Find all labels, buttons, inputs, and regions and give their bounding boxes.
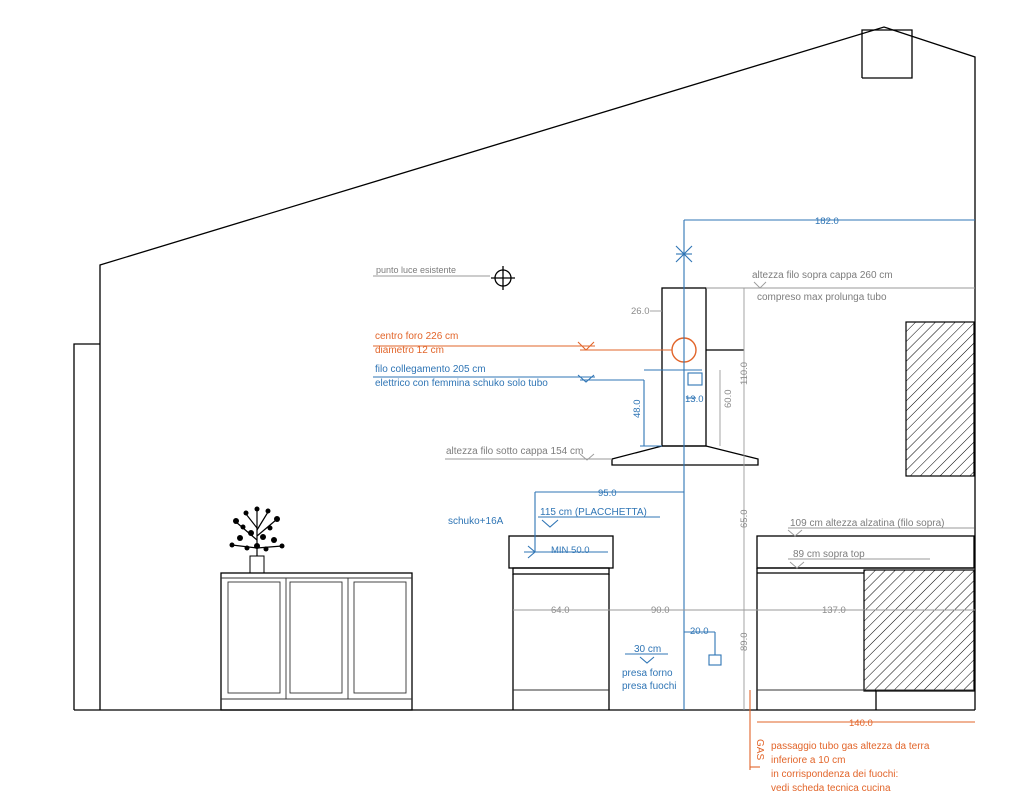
right-counter bbox=[756, 535, 975, 710]
left-wall-return bbox=[73, 343, 100, 710]
oven-height-label: 30 cm bbox=[634, 644, 661, 655]
backsplash-label: 109 cm altezza alzatina (filo sopra) bbox=[790, 518, 945, 529]
dim-13: 13.0 bbox=[685, 394, 704, 405]
dim-48: 48.0 bbox=[632, 400, 643, 419]
dim-90: 90.0 bbox=[651, 605, 670, 616]
oven-socket-box bbox=[708, 654, 722, 666]
hood-bottom-label: altezza filo sotto cappa 154 cm bbox=[446, 446, 583, 457]
dim-182: 182.0 bbox=[815, 216, 839, 227]
sideboard bbox=[220, 572, 413, 711]
hood-top-label-2: compreso max prolunga tubo bbox=[757, 292, 887, 303]
gas-note-2: inferiore a 10 cm bbox=[771, 755, 845, 766]
lower-hatched-panel bbox=[863, 569, 975, 692]
dim-110: 110.0 bbox=[739, 362, 750, 385]
hood-top-label-1: altezza filo sopra cappa 260 cm bbox=[752, 270, 893, 281]
gas-label: GAS bbox=[754, 739, 765, 760]
dim-95: 95.0 bbox=[598, 488, 617, 499]
dim-64: 64.0 bbox=[551, 605, 570, 616]
dim-20: 20.0 bbox=[690, 626, 709, 637]
hob-socket-label: presa fuochi bbox=[622, 681, 676, 692]
gas-note-3: in corrispondenza dei fuochi: bbox=[771, 769, 898, 780]
dim-65: 65.0 bbox=[739, 510, 750, 529]
gas-note-4: vedi scheda tecnica cucina bbox=[771, 783, 891, 794]
dim-60: 60.0 bbox=[723, 390, 734, 409]
oven-socket-label: presa forno bbox=[622, 668, 673, 679]
hole-diameter-label: diametro 12 cm bbox=[375, 345, 444, 356]
dim-140: 140.0 bbox=[849, 718, 873, 729]
light-point-icon bbox=[491, 266, 515, 290]
dim-137: 137.0 bbox=[822, 605, 846, 616]
dim-89: 89.0 bbox=[739, 633, 750, 652]
wire-label-2: elettrico con femmina schuko solo tubo bbox=[375, 378, 548, 389]
dim-min50: MIN 50.0 bbox=[551, 545, 590, 556]
upper-hatched-panel bbox=[905, 321, 975, 477]
schuko-label: schuko+16A bbox=[448, 516, 504, 527]
hood-socket bbox=[687, 372, 703, 386]
gas-note-1: passaggio tubo gas altezza da terra bbox=[771, 741, 930, 752]
dim-26: 26.0 bbox=[631, 306, 650, 317]
plant-icon bbox=[229, 506, 285, 574]
plate-height-label: 115 cm (PLACCHETTA) bbox=[540, 507, 647, 518]
hole-center-label: centro foro 226 cm bbox=[375, 331, 458, 342]
wire-label-1: filo collegamento 205 cm bbox=[375, 364, 486, 375]
axis-symbol-icon bbox=[675, 245, 693, 263]
light-point-label: punto luce esistente bbox=[376, 265, 456, 275]
column-unit bbox=[508, 535, 614, 710]
chimney bbox=[861, 29, 913, 79]
over-top-label: 89 cm sopra top bbox=[793, 549, 865, 560]
